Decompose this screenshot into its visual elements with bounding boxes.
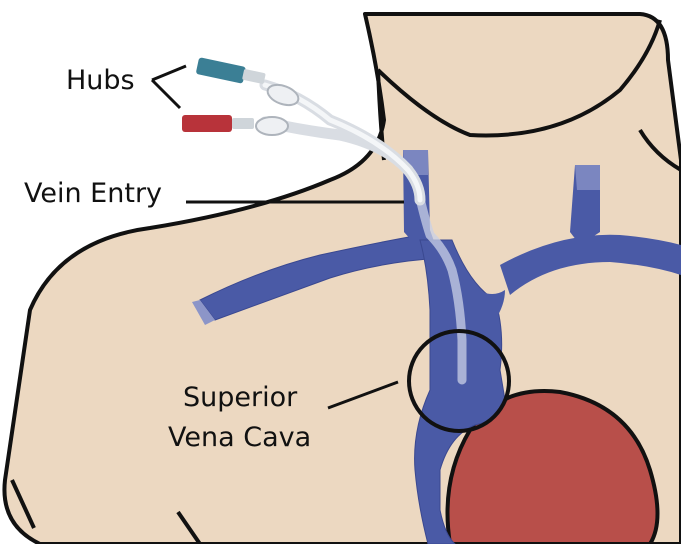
svc-label-line1: Superior	[183, 382, 298, 413]
hubs-leader-upper	[152, 66, 186, 80]
hubs-label: Hubs	[66, 65, 135, 96]
svc-label-line2: Vena Cava	[168, 422, 311, 453]
clamp-lower	[256, 117, 288, 135]
hub-blue	[196, 57, 266, 84]
hub-red	[182, 115, 254, 132]
hubs-leader-lower	[152, 80, 180, 108]
vein-entry-label: Vein Entry	[24, 178, 162, 209]
jugular-top-right	[575, 165, 600, 190]
